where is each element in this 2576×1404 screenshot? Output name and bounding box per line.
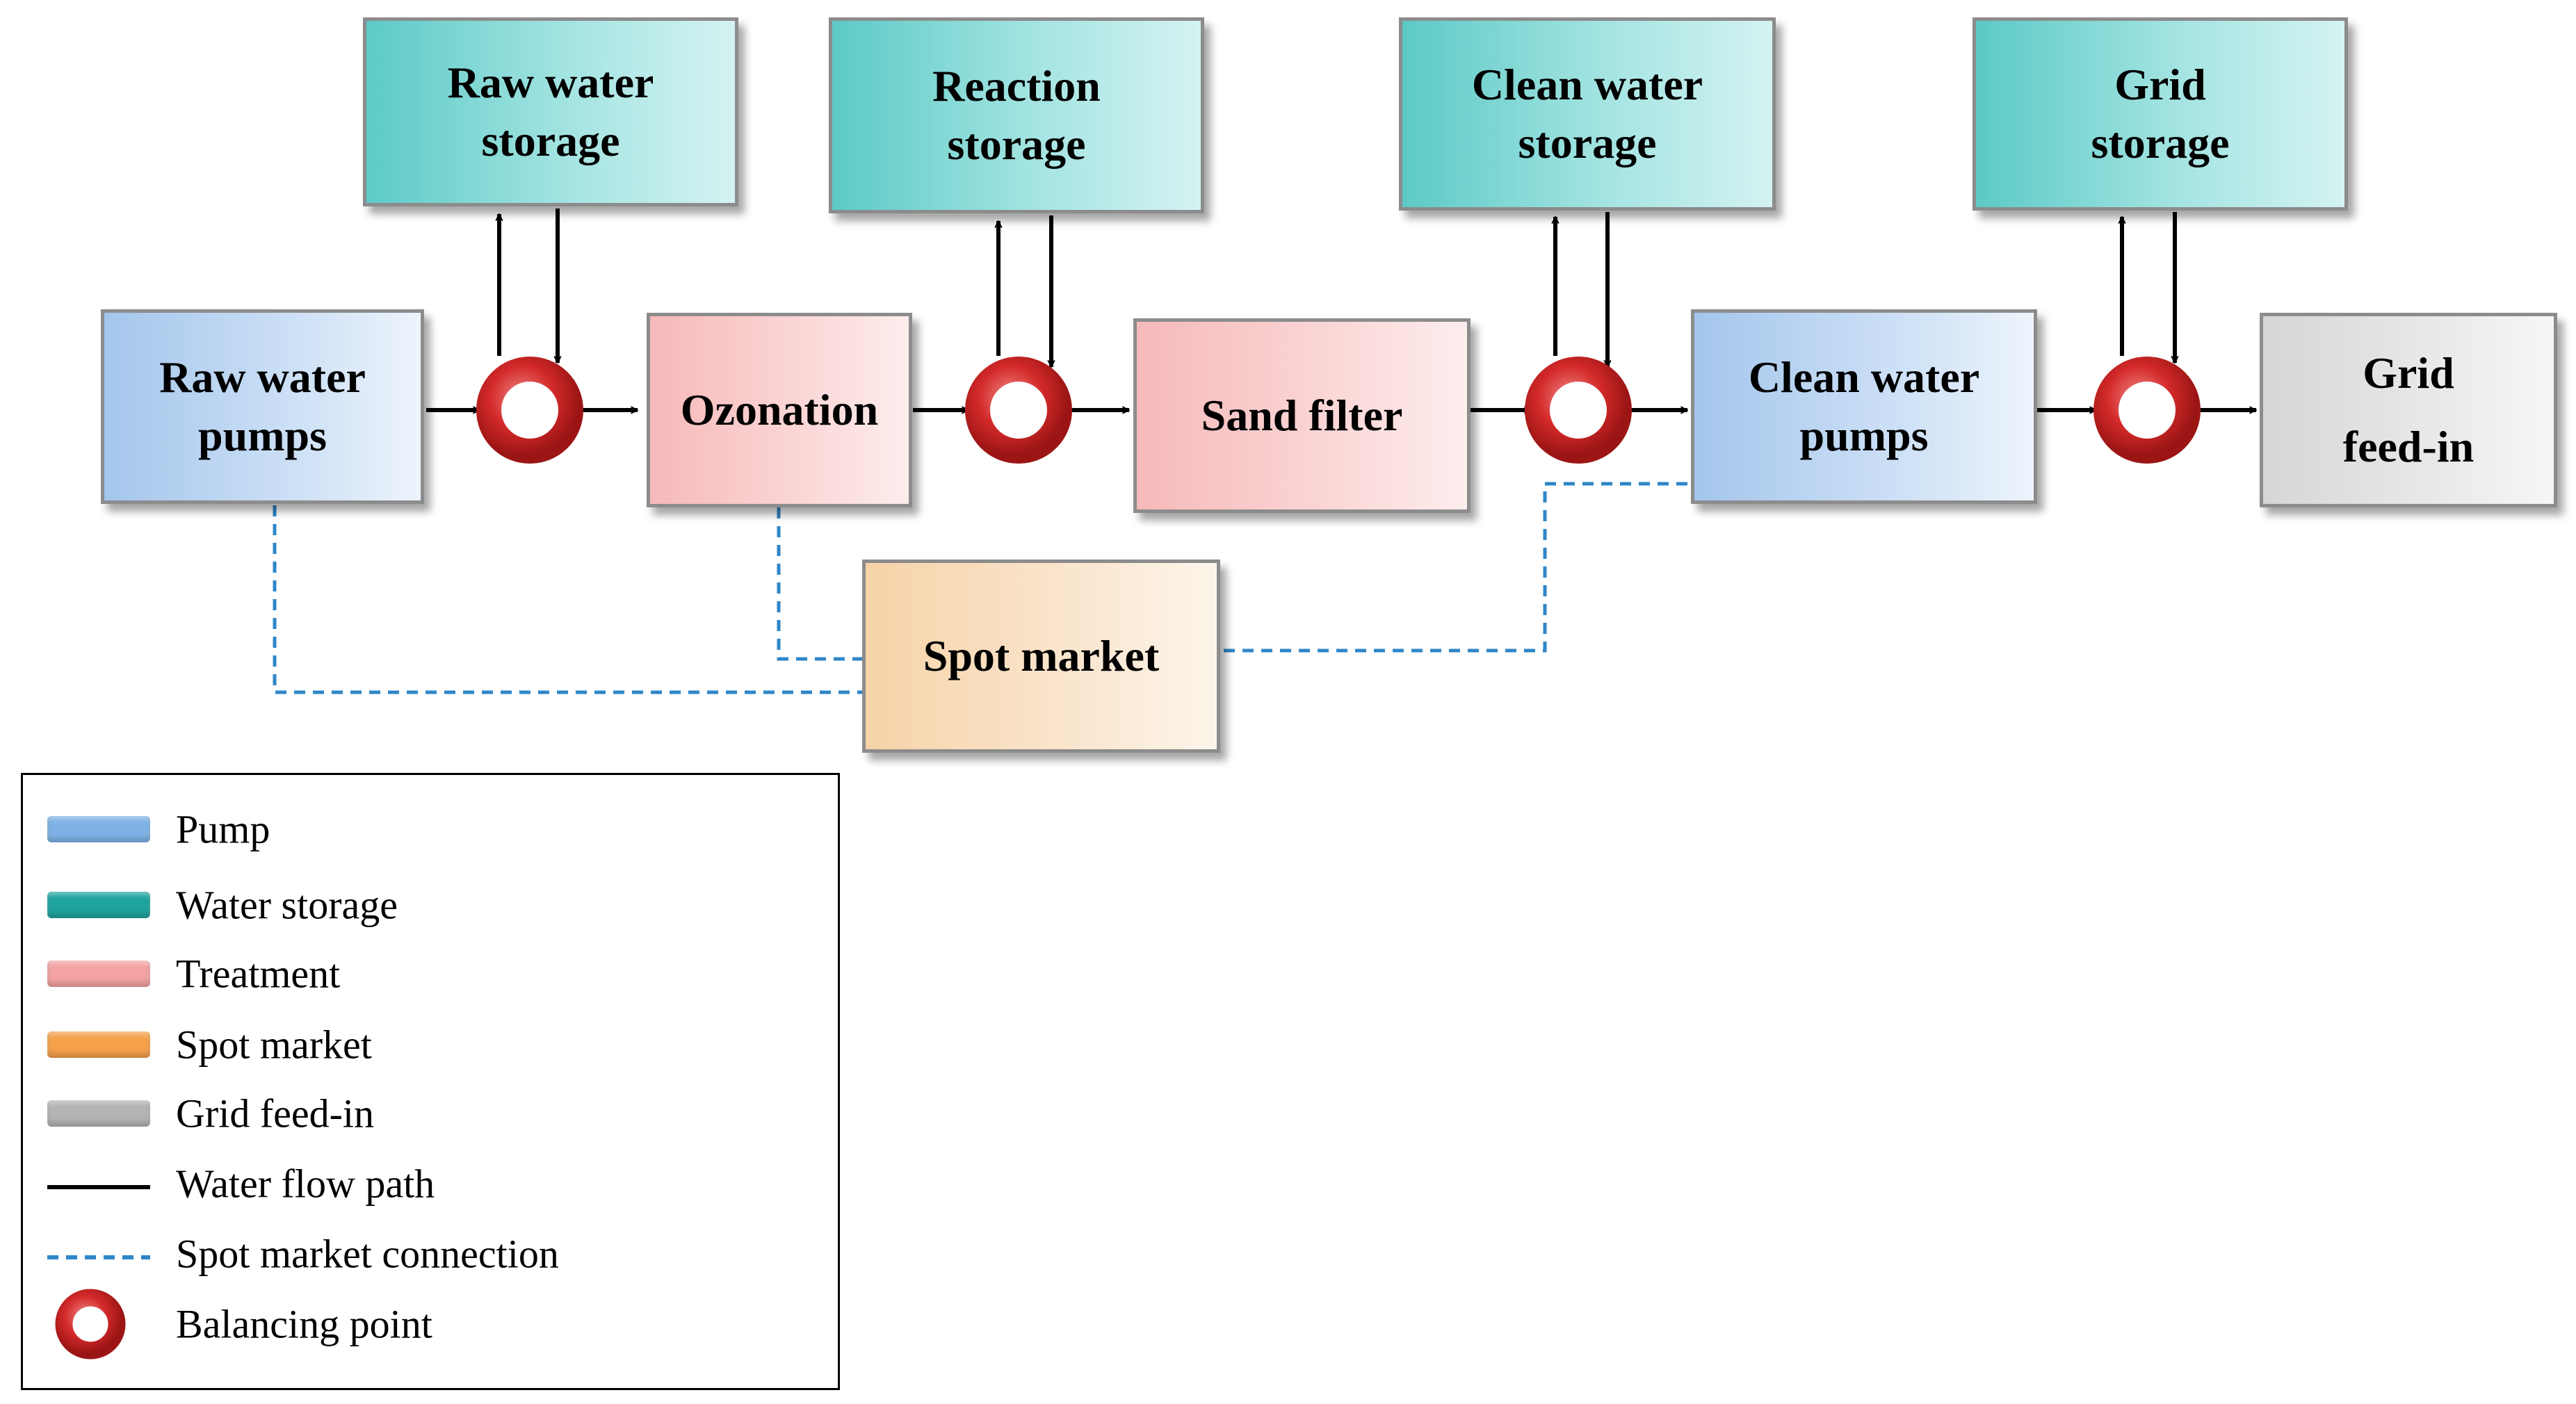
dashed-line-icon xyxy=(47,1255,150,1259)
node-reaction-storage: Reaction storage xyxy=(829,17,1204,213)
node-label: Grid xyxy=(2363,348,2454,398)
node-label: pumps xyxy=(198,411,327,460)
legend-item: Pump xyxy=(23,798,838,860)
legend-label: Spot market connection xyxy=(176,1231,559,1277)
legend-item: Spot market connection xyxy=(23,1223,838,1285)
legend-swatch xyxy=(47,1100,150,1127)
spot-market-connections xyxy=(273,482,1691,694)
spot-link-clean-pumps xyxy=(1224,482,1691,653)
node-label: storage xyxy=(947,120,1086,169)
legend-label: Spot market xyxy=(176,1022,372,1068)
legend-item: Treatment xyxy=(23,942,838,1005)
balancing-point-1 xyxy=(476,357,583,464)
legend-label: Balancing point xyxy=(176,1301,432,1347)
node-label: Raw water xyxy=(159,352,366,402)
legend-item: Water flow path xyxy=(23,1152,838,1215)
legend-label: Water flow path xyxy=(176,1161,435,1207)
legend-label: Treatment xyxy=(176,951,341,997)
node-label: Sand filter xyxy=(1201,390,1403,440)
legend-label: Water storage xyxy=(176,882,398,928)
legend-swatch xyxy=(47,892,150,918)
node-label: Grid xyxy=(2114,59,2206,109)
balancing-point-2 xyxy=(965,357,1072,464)
spot-link-raw-pumps xyxy=(273,505,862,694)
balancing-point-3 xyxy=(1525,357,1632,464)
node-label: Clean water xyxy=(1748,352,1980,402)
node-label: storage xyxy=(481,116,620,165)
node-label: Clean water xyxy=(1471,59,1703,109)
node-label: Spot market xyxy=(923,630,1160,680)
legend-swatch xyxy=(47,961,150,987)
node-label: storage xyxy=(1518,118,1657,168)
node-raw-water-storage: Raw water storage xyxy=(363,17,738,206)
node-label: feed-in xyxy=(2342,422,2474,471)
legend-swatch xyxy=(47,1031,150,1058)
legend-item: Grid feed-in xyxy=(23,1082,838,1145)
legend-item: Balancing point xyxy=(23,1289,838,1360)
node-label: pumps xyxy=(1799,411,1929,460)
spot-link-ozonation xyxy=(777,507,862,661)
balancing-point-icon xyxy=(55,1289,126,1360)
solid-line-icon xyxy=(47,1185,150,1189)
node-spot-market: Spot market xyxy=(862,560,1220,753)
node-clean-water-pumps: Clean water pumps xyxy=(1691,309,2037,504)
node-raw-water-pumps: Raw water pumps xyxy=(101,309,424,504)
node-label: storage xyxy=(2091,118,2230,168)
legend-ring xyxy=(55,1289,126,1360)
balancing-points xyxy=(476,357,2201,464)
node-ozonation: Ozonation xyxy=(647,313,912,507)
balancing-point-4 xyxy=(2093,357,2201,464)
legend-swatch xyxy=(47,816,150,842)
storage-exchange-arrows xyxy=(499,209,2175,367)
node-label: Raw water xyxy=(447,57,654,107)
node-label: Reaction xyxy=(932,60,1101,111)
legend-item: Water storage xyxy=(23,874,838,936)
legend-item: Spot market xyxy=(23,1013,838,1076)
node-grid-feed-in: Grid feed-in xyxy=(2260,313,2557,507)
legend-label: Grid feed-in xyxy=(176,1091,375,1136)
node-label: Ozonation xyxy=(680,384,879,434)
legend-label: Pump xyxy=(176,806,270,852)
node-clean-water-storage: Clean water storage xyxy=(1399,17,1776,211)
node-sand-filter: Sand filter xyxy=(1133,318,1471,513)
node-grid-storage: Grid storage xyxy=(1972,17,2348,211)
